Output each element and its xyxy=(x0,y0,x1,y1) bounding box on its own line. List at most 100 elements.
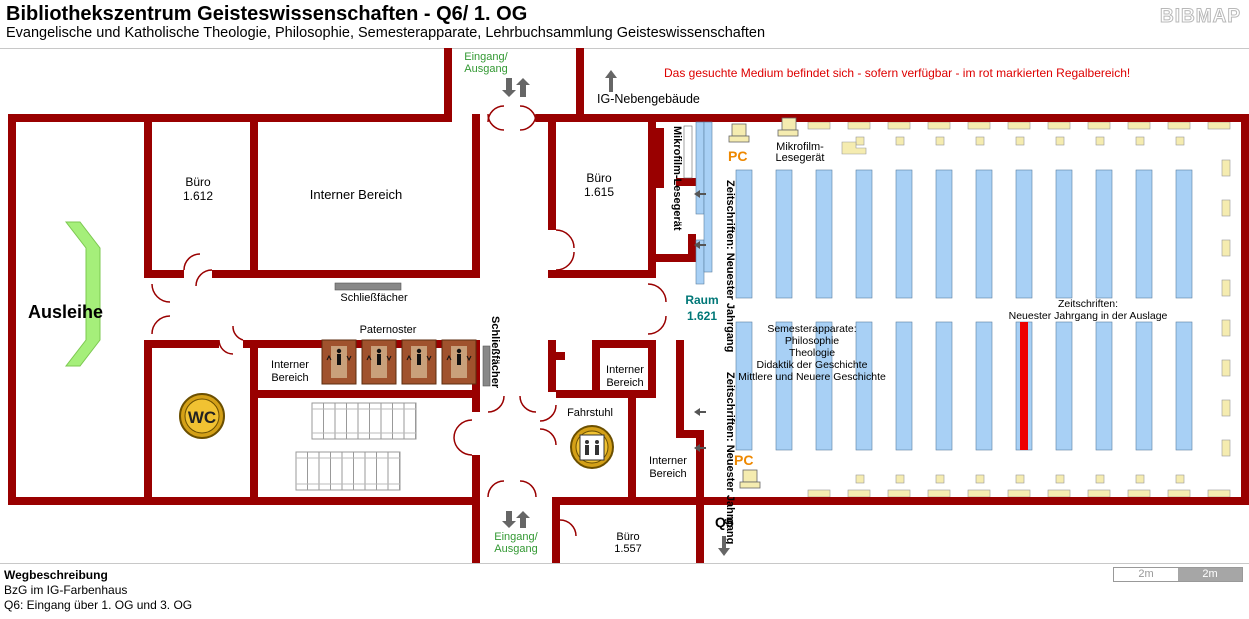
desk xyxy=(1015,474,1025,484)
desk xyxy=(1135,136,1145,146)
zeitschriften-auslage-label: Zeitschriften: xyxy=(1058,298,1118,310)
raum-1621-label: Raum xyxy=(685,293,718,307)
display-shelf xyxy=(1221,319,1231,337)
room-label-interner-bereich: Interner Bereich xyxy=(310,187,403,202)
display-shelf xyxy=(1221,439,1231,457)
arrow-up-icon xyxy=(516,511,530,528)
doors xyxy=(151,105,667,537)
door-swing xyxy=(487,480,505,498)
display-shelf xyxy=(1007,489,1031,498)
shelf xyxy=(1135,321,1153,451)
door-swing xyxy=(487,105,505,123)
desk xyxy=(1055,474,1065,484)
floor-plan: Eingang/ Ausgang IG-Nebengebäude Das ges… xyxy=(8,48,1249,563)
ausleihe-label: Ausleihe xyxy=(28,302,103,322)
person-icon xyxy=(376,348,382,354)
paternoster-label: Paternoster xyxy=(360,324,417,336)
pc-label: PC xyxy=(734,452,753,468)
scale-bar: 2m 2m xyxy=(1113,567,1243,582)
entrance-top: Eingang/ Ausgang xyxy=(464,51,530,97)
desk xyxy=(935,474,945,484)
display-shelf xyxy=(1207,121,1231,130)
desk-layer xyxy=(807,121,1249,498)
door-swing xyxy=(555,251,575,271)
shelf xyxy=(855,321,873,451)
display-shelf xyxy=(807,489,831,498)
door-swing xyxy=(453,419,473,439)
display-shelf xyxy=(1221,399,1231,417)
door-swing xyxy=(487,113,505,131)
svg-text:Bereich: Bereich xyxy=(606,377,643,389)
shelf xyxy=(935,169,953,299)
up-down-arrow-icon xyxy=(446,354,472,362)
svg-text:Bereich: Bereich xyxy=(271,372,308,384)
door-swing xyxy=(539,404,557,422)
walls xyxy=(8,48,1249,563)
bibmap-logo: BIBMAP xyxy=(1160,6,1241,28)
stairs xyxy=(295,402,417,491)
notice-text: Das gesuchte Medium befindet sich - sofe… xyxy=(664,66,1130,80)
shelf xyxy=(1135,169,1153,299)
desk xyxy=(1175,136,1185,146)
display-shelf xyxy=(1221,159,1231,177)
desk xyxy=(935,136,945,146)
door-swing xyxy=(559,519,577,537)
pc-station-top: PC xyxy=(728,123,750,164)
fahrstuhl-label: Fahrstuhl xyxy=(567,407,613,419)
room-label-buero-1615: Büro xyxy=(586,171,612,185)
shelf xyxy=(775,321,793,451)
lockers-vertical xyxy=(482,345,491,387)
shelf xyxy=(775,169,793,299)
display-shelf xyxy=(1047,489,1071,498)
desk xyxy=(975,136,985,146)
door-swing xyxy=(519,105,537,123)
svg-text:Ausgang: Ausgang xyxy=(464,63,507,75)
wegbeschreibung-line: BzG im IG-Farbenhaus xyxy=(4,583,128,597)
wegbeschreibung-title: Wegbeschreibung xyxy=(4,568,108,582)
display-shelf xyxy=(1127,489,1151,498)
shelf xyxy=(1175,169,1193,299)
semesterapparate-label: Semesterapparate: Philosophie Theologie … xyxy=(738,323,886,383)
shelf xyxy=(1015,169,1033,299)
person-icon xyxy=(377,354,381,365)
arrow-down-icon xyxy=(502,78,516,97)
display-shelf xyxy=(1127,121,1151,130)
svg-text:Philosophie: Philosophie xyxy=(785,335,839,347)
desk xyxy=(1055,136,1065,146)
shelf xyxy=(895,321,913,451)
display-shelf xyxy=(847,489,871,498)
shelf xyxy=(1095,321,1113,451)
up-down-arrow-icon xyxy=(366,354,392,362)
door-swing xyxy=(183,253,201,271)
shelf xyxy=(735,169,753,299)
elevator-icon xyxy=(570,425,614,469)
desk xyxy=(975,474,985,484)
zeitschriften-label-upper: Zeitschriften: Neuester Jahrgang xyxy=(724,180,736,352)
display-shelf xyxy=(807,121,831,130)
desk xyxy=(855,474,865,484)
display-shelf xyxy=(887,489,911,498)
door-swing xyxy=(218,339,234,355)
door-swing xyxy=(453,437,473,456)
svg-text:Didaktik der Geschichte: Didaktik der Geschichte xyxy=(757,359,868,371)
person-icon xyxy=(337,354,341,365)
zeitschriften-label-lower: Zeitschriften: Neuester Jahrgang xyxy=(724,372,736,544)
pc-label: PC xyxy=(728,148,747,164)
door-swing xyxy=(647,283,667,303)
schliessfaecher-label-vertical: Schließfächer xyxy=(489,316,501,389)
room-label-intern-bot: Interner xyxy=(649,455,687,467)
shelf xyxy=(1055,169,1073,299)
door-swing xyxy=(539,428,557,446)
ausleihe-counter xyxy=(64,221,101,367)
display-shelf xyxy=(1221,239,1231,257)
shelf xyxy=(815,169,833,299)
display-shelf xyxy=(1167,121,1191,130)
shelf xyxy=(975,321,993,451)
desk xyxy=(1095,136,1105,146)
room-label-intern-left: Interner xyxy=(271,359,309,371)
wc-icon: WC xyxy=(179,393,225,439)
person-icon xyxy=(456,348,462,354)
shelf xyxy=(935,321,953,451)
display-shelf xyxy=(1221,359,1231,377)
wc-label: WC xyxy=(188,408,216,427)
